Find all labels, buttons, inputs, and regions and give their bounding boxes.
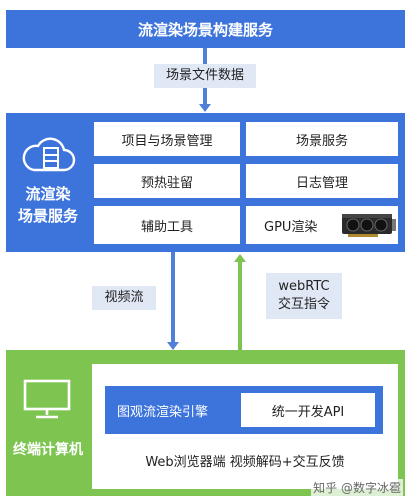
- arrow-scene-data-head: [199, 104, 211, 112]
- watermark: 知乎 @数字冰雹: [311, 479, 403, 496]
- watermark-text: 知乎 @数字冰雹: [313, 481, 401, 495]
- video-stream-label: 视频流: [92, 286, 156, 310]
- gpu-card-icon: [342, 214, 396, 237]
- cell-label: 场景服务: [295, 133, 348, 149]
- arrow-webrtc-head: [234, 254, 246, 262]
- service-panel-title: 流渲染 场景服务: [8, 184, 88, 228]
- video-stream-text: 视频流: [104, 290, 144, 306]
- cell-label: 项目与场景管理: [121, 133, 213, 149]
- top-banner-title: 流渲染场景构建服务: [137, 20, 273, 39]
- computer-monitor-icon: [23, 379, 71, 419]
- terminal-title-text: 终端计算机: [13, 442, 83, 458]
- service-title-line1: 流渲染: [25, 185, 71, 203]
- arrow-video-stream-head: [167, 342, 179, 350]
- cell-label: 预热驻留: [140, 175, 193, 191]
- cell-label: 日志管理: [295, 175, 348, 191]
- webrtc-label: webRTC 交互指令: [266, 273, 342, 319]
- unified-api-text: 统一开发API: [271, 404, 345, 420]
- cloud-server-icon: [22, 137, 76, 172]
- cell-preheat-resident: 预热驻留: [94, 164, 240, 198]
- browser-decode-feedback: Web浏览器端 视频解码+交互反馈: [92, 448, 398, 472]
- top-banner: 流渲染场景构建服务: [6, 10, 405, 48]
- scene-file-data-text: 场景文件数据: [165, 68, 244, 84]
- cell-scene-service: 场景服务: [246, 122, 398, 156]
- arrow-video-stream-line: [171, 252, 175, 342]
- cell-label: GPU渲染: [264, 219, 318, 235]
- webrtc-text-line2: 交互指令: [277, 297, 330, 312]
- rendering-engine-text: 图观流渲染引擎: [117, 405, 209, 420]
- cell-project-scene-management: 项目与场景管理: [94, 122, 240, 156]
- unified-api-box: 统一开发API: [241, 393, 375, 427]
- cell-auxiliary-tools: 辅助工具: [94, 206, 240, 244]
- cell-log-management: 日志管理: [246, 164, 398, 198]
- browser-decode-text: Web浏览器端 视频解码+交互反馈: [145, 454, 345, 470]
- arrow-webrtc-line: [238, 262, 242, 350]
- cell-label: 辅助工具: [140, 219, 193, 235]
- terminal-title: 终端计算机: [8, 440, 88, 460]
- service-title-line2: 场景服务: [17, 206, 78, 225]
- rendering-engine-label: 图观流渲染引擎: [117, 401, 208, 420]
- webrtc-text-line1: webRTC: [278, 279, 330, 295]
- scene-file-data-label: 场景文件数据: [154, 64, 256, 88]
